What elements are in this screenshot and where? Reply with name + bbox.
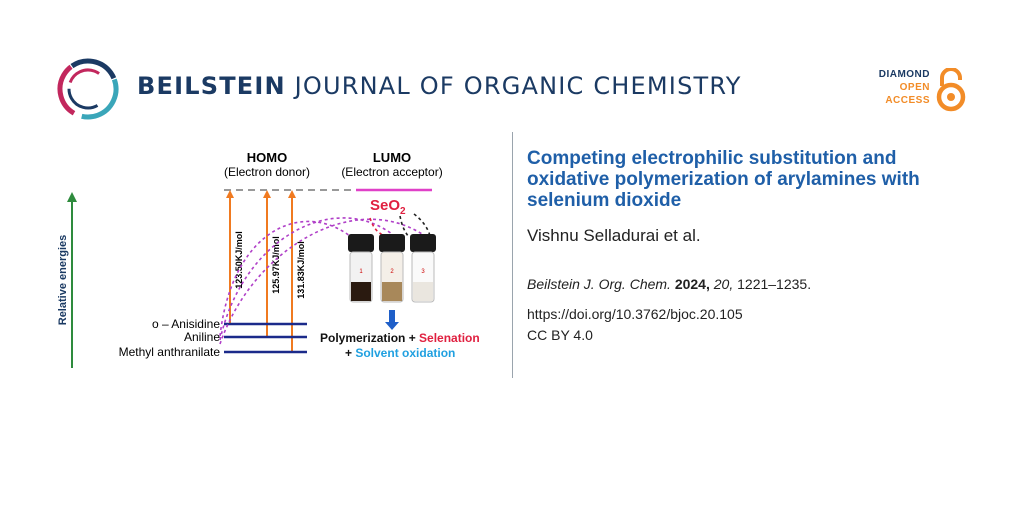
reaction-arc-2 xyxy=(219,217,393,341)
article-title[interactable]: Competing electrophilic substitution and… xyxy=(527,148,920,211)
article-license: CC BY 4.0 xyxy=(527,327,593,343)
axis-arrowhead-icon xyxy=(67,192,77,202)
journal-abbrev: Beilstein J. Org. Chem. xyxy=(527,276,671,292)
energy-value-1: 123.50KJ/mol xyxy=(234,231,244,289)
outcome-line-1: Polymerization + Selenation xyxy=(320,331,480,345)
lumo-sub: (Electron acceptor) xyxy=(341,165,442,179)
homo-label: HOMO xyxy=(247,150,287,165)
energy-value-2: 125.97KJ/mol xyxy=(271,236,281,294)
result-arrow-icon xyxy=(389,310,395,322)
graphical-abstract: Relative energies HOMO (Electron donor) … xyxy=(57,150,480,368)
reaction-arc-1 xyxy=(219,220,351,337)
article-doi[interactable]: https://doi.org/10.3762/bjoc.20.105 xyxy=(527,306,743,322)
svg-text:2: 2 xyxy=(390,269,394,275)
article-citation: Beilstein J. Org. Chem. 2024, 20, 1221–1… xyxy=(527,276,811,292)
outcome-line-2: + Solvent oxidation xyxy=(345,346,455,360)
reagent-seo2: SeO2 xyxy=(370,197,406,217)
compound-aniline: Aniline xyxy=(184,330,220,344)
diamond-open-access-badge: DIAMOND OPEN ACCESS xyxy=(848,68,968,112)
citation-pages: 1221–1235. xyxy=(737,276,812,292)
compound-anisidine: o – Anisidine xyxy=(152,317,220,331)
badge-open: OPEN xyxy=(899,82,930,93)
lumo-label: LUMO xyxy=(373,150,411,165)
citation-volume: 20, xyxy=(713,276,734,292)
vertical-divider xyxy=(512,132,513,378)
vial-1: 1 xyxy=(348,234,374,303)
badge-access: ACCESS xyxy=(885,95,930,106)
journal-title-bold: BEILSTEIN xyxy=(137,72,286,100)
axis-label: Relative energies xyxy=(57,235,69,326)
svg-text:1: 1 xyxy=(359,269,363,275)
svg-text:3: 3 xyxy=(421,269,425,275)
reaction-arc-3 xyxy=(219,218,423,345)
beilstein-logo-icon xyxy=(57,58,119,120)
badge-diamond: DIAMOND xyxy=(878,69,930,80)
vial-2: 2 xyxy=(379,234,405,303)
energy-value-3: 131.83KJ/mol xyxy=(296,241,306,299)
compound-methyl-anthranilate: Methyl anthranilate xyxy=(119,345,221,359)
journal-title: BEILSTEIN JOURNAL OF ORGANIC CHEMISTRY xyxy=(137,72,742,100)
journal-title-rest: JOURNAL OF ORGANIC CHEMISTRY xyxy=(294,72,742,100)
vial-3: 3 xyxy=(410,234,436,303)
citation-year: 2024, xyxy=(674,276,710,292)
article-authors: Vishnu Selladurai et al. xyxy=(527,226,701,245)
homo-sub: (Electron donor) xyxy=(224,165,310,179)
open-access-lock-icon xyxy=(936,68,966,112)
